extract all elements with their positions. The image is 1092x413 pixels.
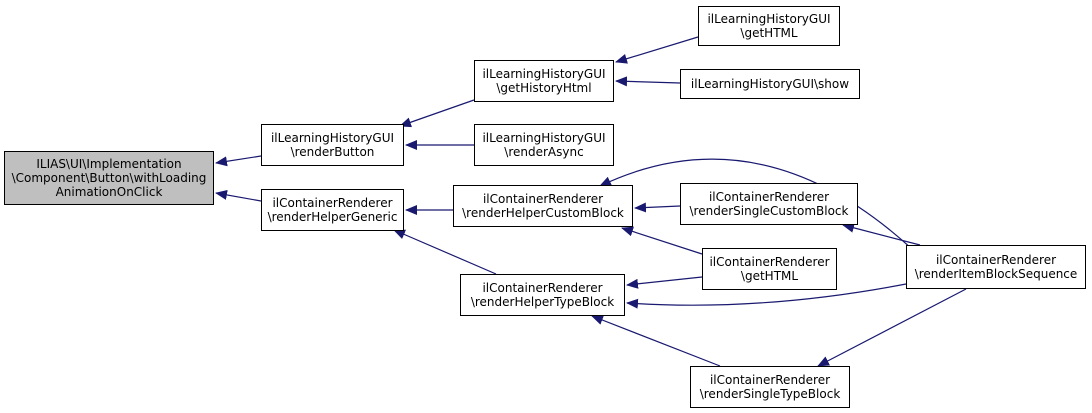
edge-cr-get-html-to-render-helper-custom-block bbox=[621, 226, 703, 255]
edge-lh-show-to-get-history-html bbox=[615, 76, 681, 87]
node-render-helper-type-block[interactable]: ilContainerRenderer \renderHelperTypeBlo… bbox=[460, 274, 625, 316]
edge-render-item-block-sequence-to-render-helper-type-block bbox=[626, 283, 907, 309]
edge-render-button-to-root bbox=[215, 155, 262, 167]
node-get-history-html[interactable]: ilLearningHistoryGUI \getHistoryHtml bbox=[474, 60, 614, 102]
node-render-single-custom-block[interactable]: ilContainerRenderer \renderSingleCustomB… bbox=[680, 183, 858, 225]
node-render-helper-custom-block[interactable]: ilContainerRenderer \renderHelperCustomB… bbox=[453, 185, 633, 227]
edge-render-item-block-sequence-to-render-single-type-block bbox=[817, 288, 967, 367]
edge-lh-get-html-to-get-history-html bbox=[615, 36, 699, 64]
edge-render-helper-generic-to-root bbox=[215, 190, 262, 202]
node-render-item-block-sequence[interactable]: ilContainerRenderer \renderItemBlockSequ… bbox=[906, 245, 1086, 289]
node-render-helper-generic[interactable]: ilContainerRenderer \renderHelperGeneric bbox=[261, 189, 404, 231]
node-render-async[interactable]: ilLearningHistoryGUI \renderAsync bbox=[474, 124, 614, 166]
edge-render-helper-type-block-to-render-helper-generic bbox=[393, 229, 497, 275]
node-root-with-loading-animation-on-click[interactable]: ILIAS\UI\Implementation \Component\Butto… bbox=[4, 151, 214, 205]
node-render-single-type-block[interactable]: ilContainerRenderer \renderSingleTypeBlo… bbox=[690, 366, 850, 408]
node-render-button[interactable]: ilLearningHistoryGUI \renderButton bbox=[261, 124, 404, 166]
node-learning-history-get-html[interactable]: ilLearningHistoryGUI \getHTML bbox=[698, 6, 840, 46]
edge-cr-get-html-to-render-helper-type-block bbox=[626, 276, 703, 289]
edge-render-item-block-sequence-to-render-single-custom-block bbox=[842, 222, 921, 246]
node-container-renderer-get-html[interactable]: ilContainerRenderer \getHTML bbox=[702, 248, 837, 290]
node-learning-history-show[interactable]: ilLearningHistoryGUI\show bbox=[680, 69, 860, 99]
edge-get-history-html-to-render-button bbox=[399, 99, 475, 128]
edge-render-item-block-sequence-to-render-helper-custom-block bbox=[599, 158, 913, 250]
edge-render-single-type-block-to-render-helper-type-block bbox=[591, 315, 721, 367]
edge-render-single-custom-block-to-render-helper-custom-block bbox=[634, 202, 681, 213]
